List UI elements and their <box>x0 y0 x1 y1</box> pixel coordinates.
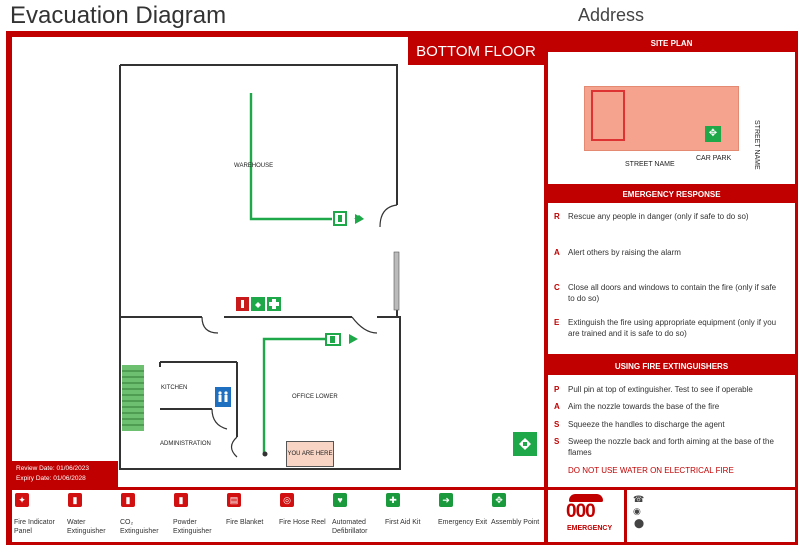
room-warehouse: WAREHOUSE <box>234 163 274 169</box>
legend-item: ✦ Fire Indicator Panel <box>12 490 65 542</box>
expiry-date: Expiry Date: 01/06/2028 <box>16 475 86 482</box>
address-label: Address <box>578 5 645 25</box>
legend-item: ➜ Emergency Exit <box>436 490 489 542</box>
legend-label: CO₂ Extinguisher <box>120 519 159 535</box>
er-text: Squeeze the handles to discharge the age… <box>568 420 725 429</box>
first-aid-icon: ✚ <box>386 493 400 507</box>
er-text: Extinguish the fire using appropriate eq… <box>568 318 777 338</box>
room-office-lower: OFFICE LOWER <box>292 394 338 400</box>
er-text: Aim the nozzle towards the base of the f… <box>568 402 720 411</box>
legend-item: ◎ Fire Hose Reel <box>277 490 330 542</box>
floor-plan: WAREHOUSE KITCHEN ADMINISTRATION OFFICE … <box>12 37 544 487</box>
you-are-here-marker: YOU ARE HERE <box>286 441 334 467</box>
legend-item: ▤ Fire Blanket <box>224 490 277 542</box>
powder-extinguisher-icon: ▮ <box>174 493 188 507</box>
location-pin-icon: ⬤ <box>634 518 645 528</box>
legend-label: Water Extinguisher <box>67 519 106 535</box>
electrical-fire-warning: DO NOT USE WATER ON ELECTRICAL FIRE <box>568 466 734 475</box>
emergency-exit-icon: ➜ <box>439 493 453 507</box>
legend-item: ♥ Automated Defibrillator <box>330 490 383 542</box>
water-extinguisher-icon: ▮ <box>68 493 82 507</box>
assembly-point-icon: ✥ <box>492 493 506 507</box>
er-text: Alert others by raising the alarm <box>568 248 681 257</box>
legend-label: Fire Blanket <box>226 519 264 526</box>
er-letter: A <box>554 248 560 257</box>
review-dates: Review Date: 01/06/2023 Expiry Date: 01/… <box>12 461 118 487</box>
er-letter: E <box>554 318 560 327</box>
fire-indicator-panel-icon: ✦ <box>15 493 29 507</box>
er-text: Sweep the nozzle back and forth aiming a… <box>568 437 774 457</box>
legend-label: Assembly Point <box>491 519 540 526</box>
site-plan-heading: SITE PLAN <box>548 37 795 51</box>
legend-item: ▮ CO₂ Extinguisher <box>118 490 171 542</box>
site-plan: ✥ STREET NAME CAR PARK STREET NAME <box>548 52 795 184</box>
emergency-label: EMERGENCY <box>567 525 613 532</box>
er-letter: A <box>554 402 560 411</box>
er-text: Rescue any people in danger (only if saf… <box>568 212 749 221</box>
room-administration: ADMINISTRATION <box>160 441 211 447</box>
legend-label: Emergency Exit <box>438 519 488 526</box>
emergency-number-box: 000 EMERGENCY <box>548 490 624 542</box>
floor-label: BOTTOM FLOOR <box>408 37 544 65</box>
legend-item: ▮ Powder Extinguisher <box>171 490 224 542</box>
defibrillator-icon: ♥ <box>333 493 347 507</box>
co2-extinguisher-icon: ▮ <box>121 493 135 507</box>
street-name-bottom: STREET NAME <box>625 161 675 168</box>
legend-label: Fire Indicator Panel <box>14 519 55 535</box>
er-text: Close all doors and windows to contain t… <box>568 283 777 303</box>
phone-icon <box>569 494 603 502</box>
er-letter: R <box>554 212 560 221</box>
floor-plan-drawing <box>119 64 537 470</box>
review-date: Review Date: 01/06/2023 <box>16 465 89 472</box>
er-letter: P <box>554 385 560 394</box>
room-kitchen: KITCHEN <box>161 385 188 391</box>
extinguishers-heading: USING FIRE EXTINGUISHERS <box>548 360 795 374</box>
emergency-response-list: R Rescue any people in danger (only if sa… <box>548 203 795 354</box>
extinguishers-list: P Pull pin at top of extinguisher. Test t… <box>548 375 795 487</box>
emergency-number: 000 <box>566 501 596 522</box>
er-letter: S <box>554 437 560 446</box>
legend-label: Fire Hose Reel <box>279 519 326 526</box>
er-letter: C <box>554 283 560 292</box>
legend-item: ✥ Assembly Point <box>489 490 542 542</box>
legend-label: First Aid Kit <box>385 519 421 526</box>
fire-hose-reel-icon: ◎ <box>280 493 294 507</box>
car-park-label: CAR PARK <box>696 155 732 162</box>
er-text: Pull pin at top of extinguisher. Test to… <box>568 385 753 394</box>
er-letter: S <box>554 420 560 429</box>
legend-label: Automated Defibrillator <box>332 519 368 535</box>
legend-item: ✚ First Aid Kit <box>383 490 436 542</box>
phone-icon: ☎ <box>633 494 645 504</box>
street-name-side: STREET NAME <box>753 120 760 170</box>
page-title: Evacuation Diagram <box>10 2 227 29</box>
site-plan-building <box>591 90 625 141</box>
globe-icon: ◉ <box>633 506 641 516</box>
legend-item: ▮ Water Extinguisher <box>65 490 118 542</box>
contact-info-box: ☎ ◉ ⬤ <box>627 490 795 542</box>
legend: ✦ Fire Indicator Panel ▮ Water Extinguisher… <box>12 490 544 542</box>
legend-label: Powder Extinguisher <box>173 519 212 535</box>
emergency-response-heading: EMERGENCY RESPONSE <box>548 188 795 202</box>
fire-blanket-icon: ▤ <box>227 493 241 507</box>
assembly-point-icon: ✥ <box>705 126 721 142</box>
